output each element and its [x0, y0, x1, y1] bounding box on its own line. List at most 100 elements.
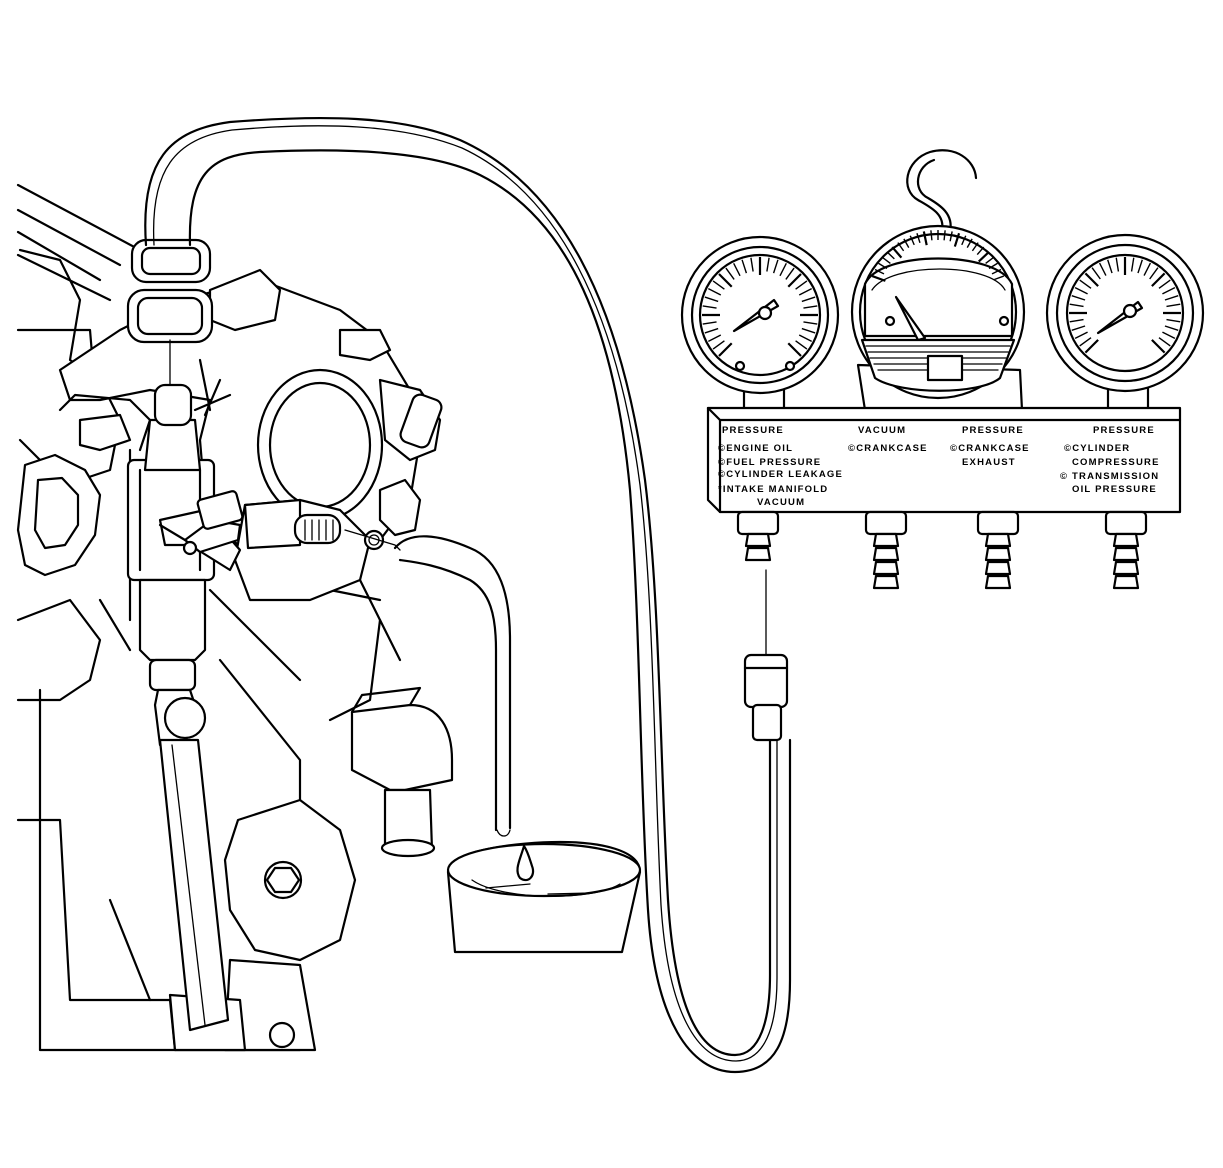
col4-line-3: © TRANSMISSION — [1060, 471, 1159, 482]
gauge-hose-fitting — [743, 569, 789, 742]
gauge-center-tick — [961, 235, 967, 246]
gauge-center-tick — [886, 251, 895, 260]
hose-barb-nut — [1104, 510, 1148, 536]
gauge-right-ticks — [1069, 257, 1181, 354]
gauge-center-tick — [988, 262, 998, 270]
gauge-right-tick — [1162, 286, 1176, 295]
gauge-left — [680, 235, 840, 415]
gauge-center-tick — [977, 251, 990, 263]
col3-line-1: ©CRANKCASE — [950, 443, 1030, 454]
gauge-center-tick — [897, 242, 905, 252]
gauge-center-tick — [966, 238, 973, 248]
hose-barb-ring — [1112, 574, 1140, 590]
gauge-left-tick — [704, 327, 719, 334]
gauge-left-tick — [733, 263, 741, 277]
gauge-left-tick — [787, 273, 802, 288]
gauge-left-tick — [718, 342, 733, 357]
gauge-right-tick — [1098, 262, 1107, 276]
gauge-right-tick — [1158, 337, 1171, 347]
col4-line-4: OIL PRESSURE — [1072, 484, 1157, 495]
col4-line-2: COMPRESSURE — [1072, 457, 1160, 468]
gauge-right-tick — [1084, 272, 1099, 287]
gauge-left-tick — [766, 257, 770, 272]
hose-barbs — [736, 510, 1148, 590]
gauge-left-tick — [772, 259, 779, 274]
gauge-center-tick — [882, 256, 891, 265]
throttle-body — [58, 268, 443, 602]
manifold-bar: PRESSURE VACUUM PRESSURE PRESSURE ©ENGIN… — [706, 406, 1182, 514]
gauge-right-tick — [1166, 318, 1181, 323]
gauge-right-tick — [1069, 318, 1084, 323]
gauge-center-tick — [891, 246, 903, 259]
gauge-center — [850, 224, 1026, 400]
hose-barb-ring — [984, 560, 1012, 576]
gauge-right-tick — [1164, 325, 1179, 331]
gauge-left-tick — [712, 340, 725, 350]
hose-barb-ring — [1112, 546, 1140, 562]
hose-barb-nut — [864, 510, 908, 536]
drain-hose — [393, 535, 512, 837]
gauge-right-tick — [1166, 303, 1181, 308]
gauge-right-tick — [1091, 267, 1101, 280]
header-pressure-2: PRESSURE — [962, 425, 1024, 436]
gauge-right-tick — [1130, 257, 1135, 272]
drain-cup — [446, 840, 642, 954]
gauge-right-tick — [1079, 337, 1092, 347]
hose-barb-ring — [872, 546, 900, 562]
gauge-center-tick — [874, 268, 885, 275]
gauge-left-tick — [795, 340, 808, 350]
gauge-left-tick — [750, 257, 754, 272]
gauge-left-tick — [741, 259, 748, 274]
gauge-right-tick — [1107, 259, 1113, 274]
gauge-left-tick — [798, 334, 812, 342]
gauge-center-tick — [991, 268, 1002, 275]
gauge-left-tick — [708, 288, 722, 296]
gauge-center-tick — [971, 242, 979, 252]
tee-fitting-assembly — [126, 383, 401, 1032]
hose-barb-ring — [872, 574, 900, 590]
gauge-left-tick — [704, 296, 719, 303]
upper-hose-fitting — [126, 238, 214, 386]
hose-barb-ring — [1112, 532, 1140, 548]
header-pressure-1: PRESSURE — [722, 425, 784, 436]
gauge-center-tick — [878, 262, 888, 270]
gauge-right-tick — [1115, 257, 1120, 272]
gauge-left-tick — [718, 273, 733, 288]
col1-line-3: ©CYLINDER LEAKAGE — [718, 469, 843, 480]
hose-barb-ring — [1112, 560, 1140, 576]
gauge-center-tick — [903, 238, 910, 248]
gauge-right-tick — [1069, 303, 1084, 308]
gauge-left-ticks — [702, 257, 818, 357]
gauge-center-tick — [922, 231, 928, 246]
gauge-left-tick — [708, 334, 722, 342]
gauge-left-tick — [785, 267, 795, 280]
gauge-center-tick — [976, 246, 985, 256]
gauge-center-tick — [871, 275, 886, 282]
gauge-left-tick — [725, 267, 735, 280]
hose-barb-ring — [984, 546, 1012, 562]
col1-line-1: ©ENGINE OIL — [718, 443, 793, 454]
gauge-center-tick — [930, 230, 933, 241]
gauge-right-tick — [1151, 272, 1166, 287]
gauge-center-tick — [994, 275, 1005, 281]
gauge-left-tick — [798, 288, 812, 296]
col2-line-1: ©CRANKCASE — [848, 443, 928, 454]
gauge-center-ticks — [871, 230, 1005, 282]
hose-barb-nut — [736, 510, 780, 536]
gauge-right-tick — [1084, 339, 1099, 354]
gauge-right-tick — [1151, 339, 1166, 354]
hose-barb-ring — [744, 546, 772, 562]
header-pressure-3: PRESSURE — [1093, 425, 1155, 436]
col1-line-5: VACUUM — [757, 497, 805, 508]
gauge-right-tick — [1074, 286, 1088, 295]
gauge-right-tick — [1074, 331, 1088, 340]
gauge-center-tick — [949, 231, 953, 242]
header-vacuum: VACUUM — [858, 425, 906, 436]
gauge-center-tick — [909, 235, 915, 246]
hose-barb-nut — [976, 510, 1020, 536]
gauge-center-tick — [985, 256, 994, 265]
gauge-left-tick — [803, 321, 818, 325]
gauge-center-tick — [916, 233, 921, 243]
hanger-hook-icon — [906, 149, 978, 232]
